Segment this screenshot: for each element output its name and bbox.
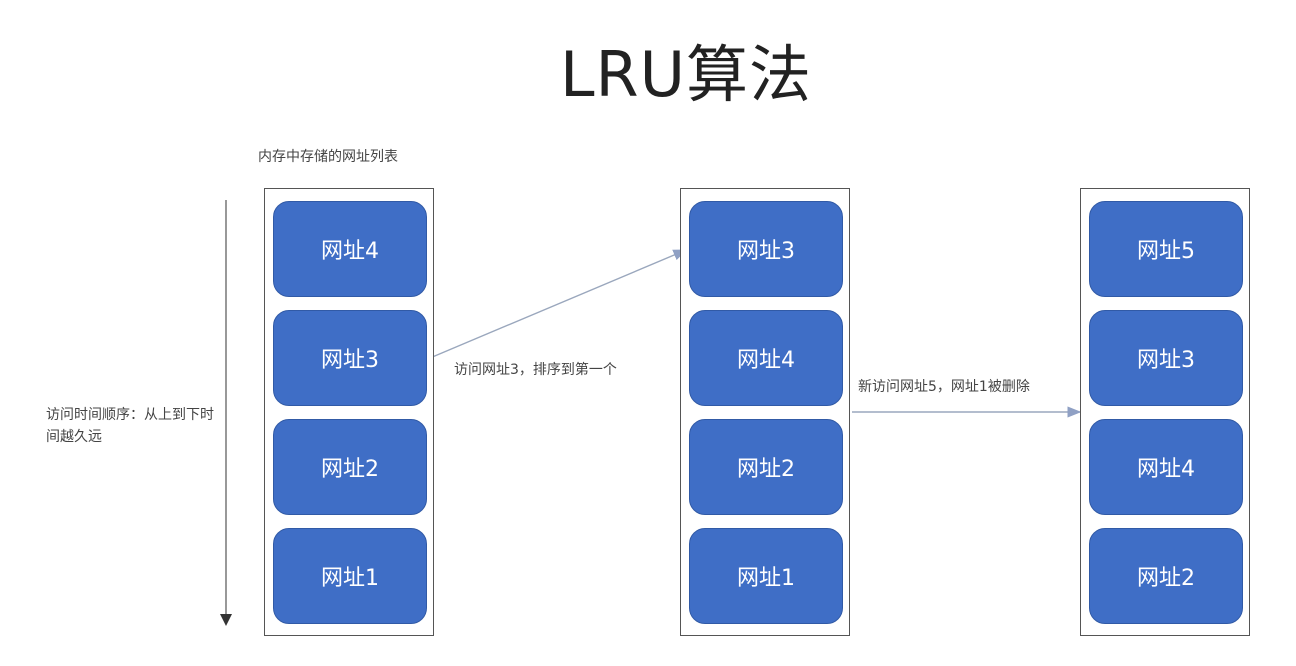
memory-list-caption: 内存中存储的网址列表 — [258, 149, 398, 165]
url-cell: 网址4 — [273, 201, 427, 297]
memory-column-after-access: 网址3 网址4 网址2 网址1 — [680, 188, 850, 636]
move-to-front-arrow — [429, 249, 688, 359]
url-cell: 网址5 — [1089, 201, 1243, 297]
url-cell: 网址4 — [1089, 419, 1243, 515]
url-cell: 网址4 — [689, 310, 843, 406]
url-cell: 网址2 — [689, 419, 843, 515]
step-access-caption: 访问网址3，排序到第一个 — [454, 362, 617, 378]
url-cell: 网址3 — [273, 310, 427, 406]
url-cell: 网址1 — [689, 528, 843, 624]
memory-column-initial: 网址4 网址3 网址2 网址1 — [264, 188, 434, 636]
url-cell: 网址1 — [273, 528, 427, 624]
access-order-caption: 访问时间顺序：从上到下时间越久远 — [46, 407, 214, 445]
url-cell: 网址3 — [1089, 310, 1243, 406]
url-cell: 网址2 — [273, 419, 427, 515]
url-cell: 网址2 — [1089, 528, 1243, 624]
step-new-caption: 新访问网址5，网址1被删除 — [858, 379, 1030, 395]
url-cell: 网址3 — [689, 201, 843, 297]
memory-column-after-insert: 网址5 网址3 网址4 网址2 — [1080, 188, 1250, 636]
diagram-title: LRU算法 — [560, 38, 813, 111]
